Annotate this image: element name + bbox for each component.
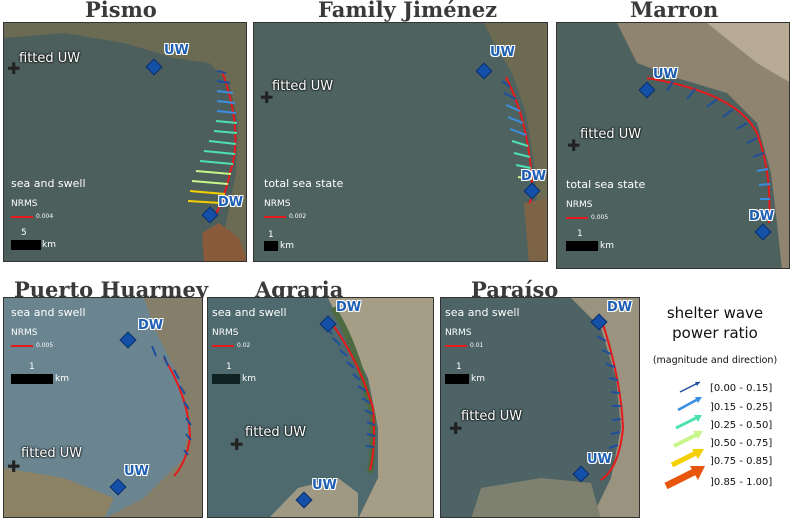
legend-arrow-1 (677, 396, 701, 412)
legend-title-line2: power ratio (672, 324, 758, 342)
fitted-uw-cross-icon: ✚ (7, 59, 21, 78)
nrms-scale-line (445, 345, 467, 347)
km-scale-number: 1 (226, 362, 232, 372)
puerto-huarmey-arrows (151, 345, 192, 456)
marron-map-background (557, 23, 789, 268)
fitted-uw-cross-icon: ✚ (7, 457, 21, 476)
legend-arrows (664, 381, 705, 490)
dw-label: DW (218, 195, 244, 210)
nrms-scale-line (264, 216, 286, 218)
pismo-map-background (4, 23, 246, 261)
dw-label: DW (138, 318, 164, 333)
uw-label: UW (587, 452, 612, 467)
family-jimenez-arrows (501, 80, 533, 180)
panel-title-family-jimenez: Family Jiménez (318, 0, 498, 22)
nrms-scale-line (212, 345, 234, 347)
km-scale-unit: km (600, 241, 614, 251)
uw-label: UW (164, 43, 189, 58)
km-scale-number: 1 (268, 230, 274, 240)
uw-label: UW (653, 67, 678, 82)
km-scale-unit: km (280, 241, 294, 251)
km-scale-bar (264, 241, 278, 251)
legend-subtitle: (magnitude and direction) (652, 355, 778, 366)
fitted-uw-cross-icon: ✚ (567, 136, 581, 155)
sea-state-label: total sea state (264, 177, 344, 190)
km-scale-bar (11, 374, 53, 384)
nrms-label: NRMS (445, 328, 472, 338)
km-scale-bar (11, 240, 41, 250)
nrms-value: 0.005 (36, 342, 54, 349)
sea-state-label: sea and swell (212, 306, 287, 319)
fitted-uw-cross-icon: ✚ (230, 435, 244, 454)
km-scale-number: 1 (577, 229, 583, 239)
sea-state-label: sea and swell (11, 306, 86, 319)
sea-state-label: sea and swell (445, 306, 520, 319)
uw-label: UW (490, 45, 515, 60)
km-scale-number: 1 (456, 362, 462, 372)
uw-label: UW (312, 478, 337, 493)
nrms-scale-line (566, 217, 588, 219)
km-scale-bar (566, 241, 598, 251)
legend-item-2: ]0.25 - 0.50] (710, 420, 773, 431)
panel-title-pismo: Pismo (85, 0, 157, 22)
km-scale-unit: km (42, 240, 56, 250)
km-scale-unit: km (471, 374, 485, 384)
nrms-value: 0.01 (470, 342, 484, 349)
fitted-uw-label: fitted UW (461, 409, 523, 424)
agraria-map-background (208, 298, 433, 517)
legend-item-1: ]0.15 - 0.25] (710, 402, 773, 413)
dw-label: DW (521, 169, 547, 184)
legend-item-3: ]0.50 - 0.75] (710, 438, 773, 449)
sea-state-label: total sea state (566, 178, 646, 191)
km-scale-number: 5 (21, 228, 27, 238)
nrms-value: 0.005 (591, 214, 609, 221)
legend-title-line1: shelter wave (666, 304, 764, 322)
nrms-scale-line (11, 216, 33, 218)
map-panel-paraiso[interactable]: DW UW ✚ fitted UW sea and swell NRMS 0.0… (440, 297, 640, 518)
fitted-uw-label: fitted UW (580, 127, 642, 142)
km-scale-number: 1 (29, 362, 35, 372)
fitted-uw-label: fitted UW (21, 446, 83, 461)
nrms-value: 0.002 (289, 213, 307, 220)
fitted-uw-cross-icon: ✚ (260, 88, 274, 107)
fitted-uw-cross-icon: ✚ (449, 419, 463, 438)
dw-label: DW (336, 300, 362, 315)
map-panel-pismo[interactable]: UW DW ✚ fitted UW sea and swell NRMS 0.0… (3, 22, 247, 262)
family-jimenez-map-background (254, 23, 547, 261)
km-scale-unit: km (55, 374, 69, 384)
uw-label: UW (124, 464, 149, 479)
nrms-label: NRMS (11, 199, 38, 209)
sea-state-label: sea and swell (11, 177, 86, 190)
legend-item-4: ]0.75 - 0.85] (710, 456, 773, 467)
nrms-label: NRMS (11, 328, 38, 338)
legend-item-0: [0.00 - 0.15] (710, 383, 773, 394)
nrms-value: 0.02 (237, 342, 251, 349)
pismo-arrows (187, 70, 238, 204)
paraiso-arrows (590, 321, 622, 449)
fitted-uw-label: fitted UW (245, 425, 307, 440)
nrms-value: 0.004 (36, 213, 54, 220)
legend-arrow-5 (664, 466, 700, 490)
nrms-label: NRMS (212, 328, 239, 338)
puerto-huarmey-map-background (4, 298, 202, 517)
km-scale-unit: km (242, 374, 256, 384)
legend-item-5: ]0.85 - 1.00] (710, 477, 773, 488)
marron-arrows (666, 80, 771, 200)
map-panel-marron[interactable]: UW DW ✚ fitted UW total sea state NRMS 0… (556, 22, 790, 269)
dw-label: DW (607, 300, 633, 315)
nrms-scale-line (11, 345, 33, 347)
map-panel-agraria[interactable]: DW UW ✚ fitted UW sea and swell NRMS 0.0… (207, 297, 434, 518)
map-panel-family-jimenez[interactable]: UW DW ✚ fitted UW total sea state NRMS 0… (253, 22, 548, 262)
km-scale-bar (212, 374, 240, 384)
km-scale-bar (445, 374, 469, 384)
nrms-label: NRMS (566, 200, 593, 210)
fitted-uw-label: fitted UW (19, 51, 81, 66)
fitted-uw-label: fitted UW (272, 79, 334, 94)
nrms-label: NRMS (264, 199, 291, 209)
map-panel-puerto-huarmey[interactable]: DW UW ✚ fitted UW sea and swell NRMS 0.0… (3, 297, 203, 518)
panel-title-marron: Marron (630, 0, 719, 22)
paraiso-map-background (441, 298, 639, 517)
dw-label: DW (749, 209, 775, 224)
